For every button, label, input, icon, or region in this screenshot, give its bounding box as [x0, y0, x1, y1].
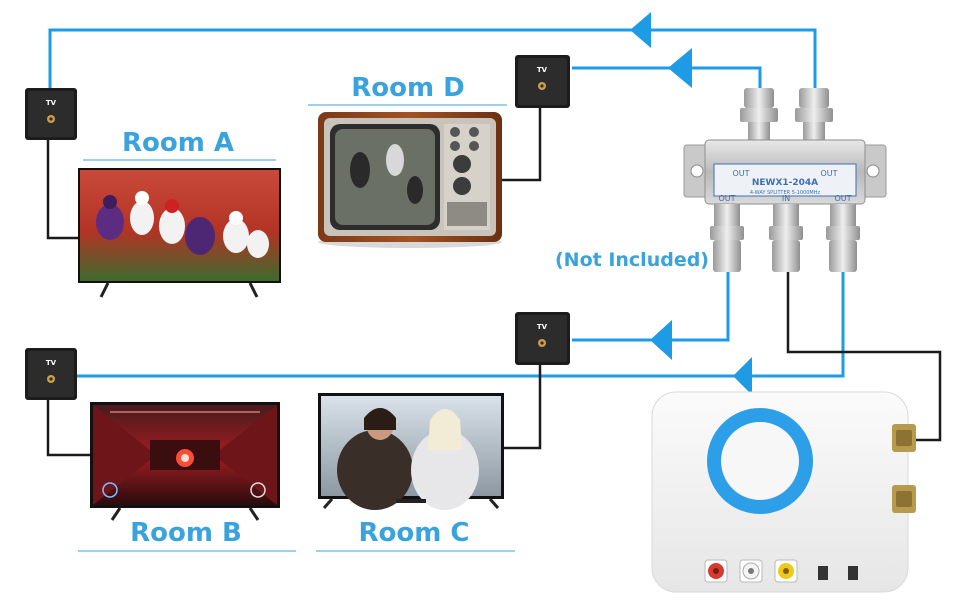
triangle-left-arrow-icon — [668, 48, 692, 88]
tv-room-a — [78, 168, 281, 298]
coax-wall-plate-icon — [515, 55, 570, 108]
splitter-in-label: IN — [782, 194, 790, 203]
coax-wall-plate-icon — [25, 88, 77, 140]
room-b-label: Room B — [130, 518, 242, 548]
triangle-left-arrow-icon — [733, 357, 752, 395]
tv-room-b — [90, 402, 280, 521]
room-c-label: Room C — [359, 518, 470, 548]
triangle-left-arrow-icon — [650, 320, 672, 360]
wire-room-c — [572, 272, 730, 342]
wire-room-d — [572, 66, 762, 92]
tv-room-d — [318, 112, 502, 248]
tv-cable-room-d — [500, 108, 542, 182]
tv-room-c — [318, 393, 504, 510]
coax-wall-plate-icon — [515, 312, 570, 365]
room-a-label: Room A — [122, 128, 234, 158]
black-tv-wires — [46, 108, 942, 457]
room-d-label: Room D — [351, 73, 464, 103]
not-included-note: (Not Included) — [555, 249, 709, 271]
splitter-out-label-tl: OUT — [732, 169, 749, 178]
modulator-box — [651, 391, 916, 593]
splitter-out-label-br: OUT — [834, 194, 851, 203]
tv-cable-room-a — [46, 140, 78, 240]
wire-room-a — [48, 28, 817, 92]
wall-plate-label: TV — [46, 99, 57, 107]
coax-wall-plate-icon — [25, 348, 77, 400]
modem-ring — [707, 408, 813, 514]
blue-coax-wires — [48, 28, 845, 378]
wall-plate-label: TV — [537, 66, 548, 74]
triangle-left-arrow-icon — [630, 12, 651, 48]
splitter-out-label-tr: OUT — [820, 169, 837, 178]
splitter-subtitle: 4-WAY SPLITTER 5-1000MHz — [750, 190, 821, 196]
splitter-model: NEWX1-204A — [752, 178, 818, 188]
splitter-device — [683, 88, 887, 272]
wall-plate-label: TV — [537, 323, 548, 331]
wall-plate-label: TV — [46, 359, 57, 367]
tv-cable-room-b — [46, 400, 90, 457]
modem-cable — [786, 270, 942, 442]
wire-room-b — [50, 272, 845, 378]
splitter-out-label-bl: OUT — [718, 194, 735, 203]
tv-cable-room-c — [503, 364, 542, 450]
